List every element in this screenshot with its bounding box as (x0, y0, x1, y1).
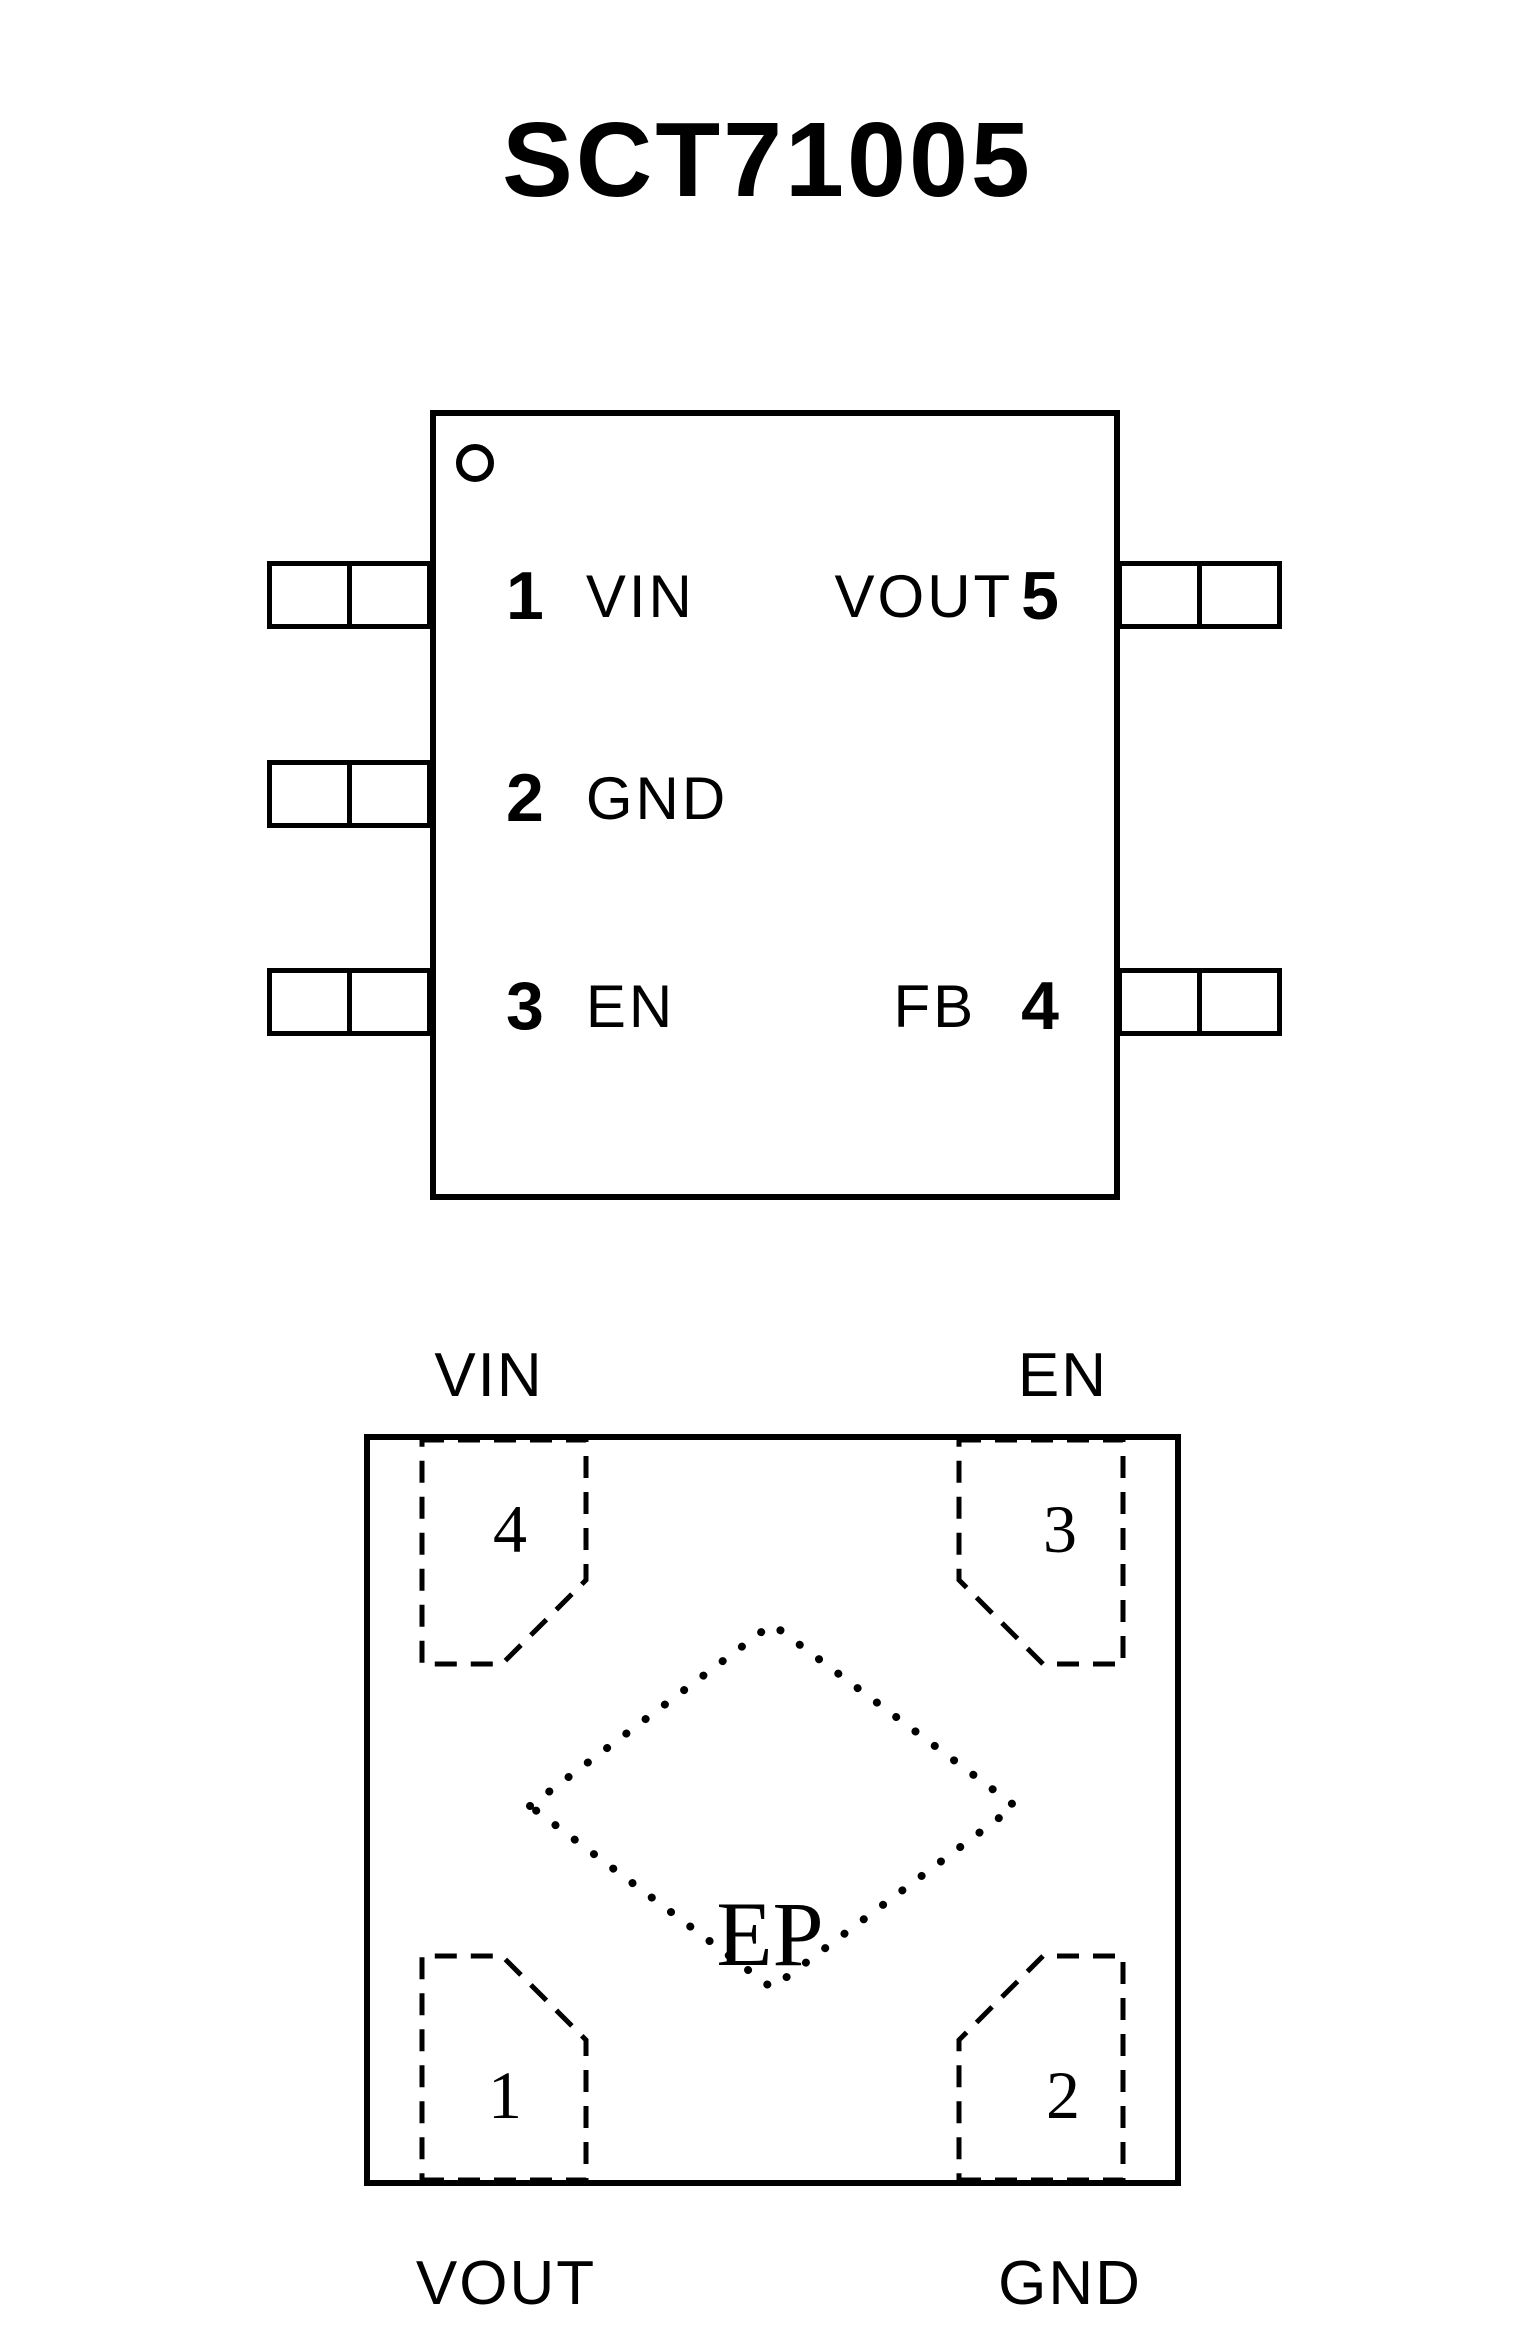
pad-label-en: EN (1017, 1341, 1109, 1410)
pad-number-2: 2 (1046, 2057, 1080, 2133)
lead-divider (1122, 566, 1202, 624)
pin-name-fb: FB (893, 972, 977, 1040)
pad-number-3: 3 (1043, 1491, 1077, 1567)
pin1-indicator-circle (456, 444, 494, 482)
pin-row-1: 1 VIN VOUT 5 (506, 551, 1059, 641)
pad-4-outline (419, 1440, 589, 1667)
page-title: SCT71005 (502, 101, 1033, 219)
pad-1-outline (419, 1953, 589, 2180)
pin-number-1: 1 (506, 558, 544, 634)
exposed-pad-label: EP (716, 1883, 823, 1985)
lead-cell (1202, 973, 1277, 1031)
pin-name-en: EN (585, 972, 676, 1040)
pin-row-3: 3 EN FB 4 (506, 961, 1059, 1051)
pin-name-vin: VIN (585, 562, 695, 630)
lead-divider (272, 566, 352, 624)
pad-number-4: 4 (493, 1491, 527, 1567)
lead-cell (352, 566, 427, 624)
pin-name-vout: VOUT (834, 562, 1014, 630)
lead-cell (1202, 566, 1277, 624)
pin-number-2: 2 (506, 760, 544, 836)
dfn-pads-drawing: 4 3 1 2 EP (419, 1440, 1126, 2180)
lead-pin-3 (267, 968, 432, 1036)
pad-label-vin: VIN (434, 1341, 544, 1410)
pad-label-gnd: GND (998, 2249, 1142, 2318)
lead-divider (272, 765, 352, 823)
lead-cell (352, 973, 427, 1031)
lead-divider (272, 973, 352, 1031)
exposed-pad-outline (523, 1618, 1022, 1994)
lead-pin-1 (267, 561, 432, 629)
pin-name-gnd: GND (585, 764, 729, 832)
pad-number-1: 1 (488, 2057, 522, 2133)
lead-divider (1122, 973, 1202, 1031)
pad-3-outline (956, 1440, 1126, 1667)
pad-label-vout: VOUT (415, 2249, 597, 2318)
lead-cell (352, 765, 427, 823)
lead-pin-2 (267, 760, 432, 828)
lead-pin-5 (1117, 561, 1282, 629)
pad-2-outline (956, 1953, 1126, 2180)
pin-number-3: 3 (506, 968, 544, 1044)
lead-pin-4 (1117, 968, 1282, 1036)
pin-row-1-right: VOUT 5 (835, 557, 1060, 635)
pin-number-5: 5 (1021, 558, 1059, 634)
bottom-package-body: 4 3 1 2 EP (364, 1434, 1181, 2186)
pin-row-3-right: FB 4 (894, 967, 1060, 1045)
pin-number-4: 4 (1021, 968, 1059, 1044)
top-package-body: 1 VIN VOUT 5 2 GND 3 EN FB 4 (430, 410, 1120, 1200)
pin-row-2: 2 GND (506, 753, 1059, 843)
